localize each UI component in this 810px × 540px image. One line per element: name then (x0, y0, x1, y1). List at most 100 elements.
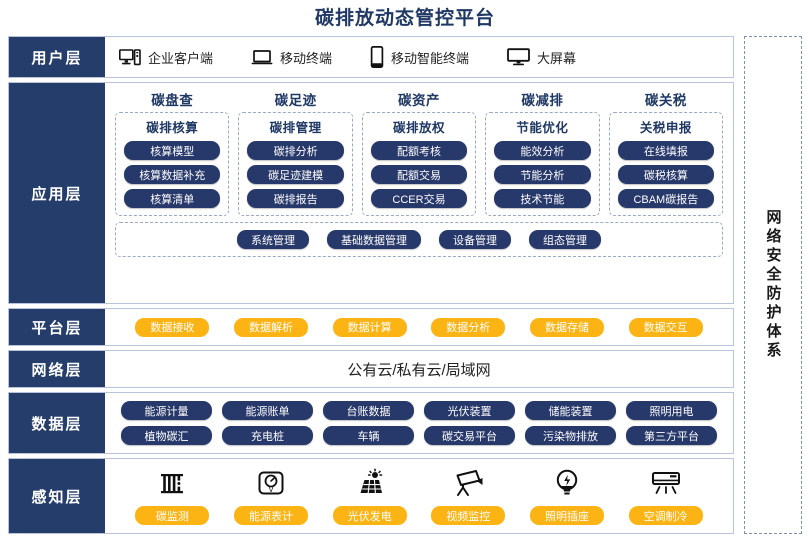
app-feature-pill[interactable]: 碳排分析 (247, 141, 344, 160)
app-group-carbon-management: 碳排管理 碳排分析 碳足迹建模 碳排报告 (238, 112, 353, 216)
application-columns: 碳盘查 碳排核算 核算模型 核算数据补充 核算清单 碳足迹 碳排管理 碳排分析 (115, 89, 724, 216)
layer-platform-body: 数据接收 数据解析 数据计算 数据分析 数据存储 数据交互 (105, 309, 733, 345)
perception-item-carbon-monitor[interactable]: 碳监测 (135, 465, 210, 525)
perception-tag[interactable]: 空调制冷 (628, 506, 703, 525)
user-item-big-screen[interactable]: 大屏幕 (507, 48, 576, 67)
layer-network-label: 网络层 (9, 351, 105, 387)
layer-network-body: 公有云/私有云/局域网 (105, 351, 733, 387)
app-feature-pill[interactable]: 配额考核 (370, 141, 468, 160)
user-item-smart-mobile-terminal[interactable]: 移动智能终端 (370, 46, 469, 68)
app-feature-pill[interactable]: 核算模型 (124, 141, 221, 160)
data-source-pill[interactable]: 充电桩 (222, 426, 313, 445)
perception-item-list: 碳监测 V 能源表计 (105, 461, 733, 531)
data-source-pill[interactable]: 能源计量 (121, 401, 212, 420)
laptop-icon (251, 49, 273, 66)
data-source-pill[interactable]: 车辆 (323, 426, 414, 445)
platform-tag[interactable]: 数据计算 (332, 317, 407, 337)
layer-platform-label: 平台层 (9, 309, 105, 345)
layer-application: 应用层 碳盘查 碳排核算 核算模型 核算数据补充 核算清单 碳足迹 (8, 82, 734, 304)
app-feature-pill[interactable]: CBAM碳报告 (617, 189, 715, 208)
app-feature-pill[interactable]: 碳税核算 (617, 165, 715, 184)
light-bulb-icon (554, 465, 580, 501)
layer-application-body: 碳盘查 碳排核算 核算模型 核算数据补充 核算清单 碳足迹 碳排管理 碳排分析 (105, 83, 733, 303)
app-column-carbon-asset: 碳资产 碳排放权 配额考核 配额交易 CCER交易 (361, 89, 477, 216)
app-column-title: 碳足迹 (274, 93, 317, 108)
data-source-pill[interactable]: 碳交易平台 (424, 426, 515, 445)
platform-item-list: 数据接收 数据解析 数据计算 数据分析 数据存储 数据交互 (105, 317, 733, 337)
app-feature-pill[interactable]: 核算清单 (124, 189, 221, 208)
app-feature-pill[interactable]: 碳足迹建模 (247, 165, 344, 184)
app-column-carbon-footprint: 碳足迹 碳排管理 碳排分析 碳足迹建模 碳排报告 (238, 89, 353, 216)
user-item-enterprise-client[interactable]: 企业客户端 (119, 48, 213, 67)
common-service-pill[interactable]: 系统管理 (237, 230, 309, 249)
platform-tag[interactable]: 数据交互 (628, 317, 703, 337)
perception-tag[interactable]: 视频监控 (431, 506, 506, 525)
platform-tag[interactable]: 数据接收 (135, 317, 210, 337)
big-screen-icon (507, 48, 530, 66)
app-feature-pill[interactable]: 核算数据补充 (124, 165, 221, 184)
data-source-pill[interactable]: 照明用电 (626, 401, 717, 420)
user-item-mobile-terminal[interactable]: 移动终端 (251, 48, 332, 67)
network-text: 公有云/私有云/局域网 (347, 361, 491, 379)
perception-tag[interactable]: 光伏发电 (332, 506, 407, 525)
perception-tag[interactable]: 照明插座 (529, 506, 604, 525)
app-group-title: 碳排管理 (269, 121, 322, 135)
perception-tag[interactable]: 碳监测 (135, 506, 210, 525)
app-group-tariff-declaration: 关税申报 在线填报 碳税核算 CBAM碳报告 (608, 112, 724, 216)
data-source-grid: 能源计量 能源账单 台账数据 光伏装置 储能装置 照明用电 植物碳汇 充电桩 车… (105, 401, 733, 445)
app-feature-pill[interactable]: 能效分析 (494, 141, 591, 160)
air-conditioner-icon (650, 465, 682, 501)
app-feature-pill[interactable]: 配额交易 (370, 165, 468, 184)
perception-item-solar-power[interactable]: 光伏发电 (332, 465, 407, 525)
layer-application-label: 应用层 (9, 83, 105, 303)
app-group-title: 关税申报 (639, 121, 692, 135)
cctv-camera-icon (452, 465, 484, 501)
desktop-tower-icon (119, 48, 141, 66)
perception-item-video-surveillance[interactable]: 视频监控 (431, 465, 506, 525)
perception-tag[interactable]: 能源表计 (233, 506, 308, 525)
common-service-pill[interactable]: 基础数据管理 (327, 230, 421, 249)
page-title: 碳排放动态管控平台 (314, 8, 495, 29)
layer-user-body: 企业客户端 移动终端 (105, 37, 733, 77)
platform-tag[interactable]: 数据解析 (233, 317, 308, 337)
platform-tag[interactable]: 数据存储 (529, 317, 604, 337)
app-feature-pill[interactable]: CCER交易 (370, 189, 468, 208)
app-feature-pill[interactable]: 技术节能 (494, 189, 591, 208)
data-source-row: 能源计量 能源账单 台账数据 光伏装置 储能装置 照明用电 (121, 401, 717, 420)
layer-stack: 用户层 (8, 36, 734, 534)
app-column-title: 碳资产 (398, 93, 441, 108)
layer-data-body: 能源计量 能源账单 台账数据 光伏装置 储能装置 照明用电 植物碳汇 充电桩 车… (105, 393, 733, 453)
data-source-pill[interactable]: 能源账单 (222, 401, 313, 420)
user-item-label: 企业客户端 (148, 50, 214, 66)
data-source-pill[interactable]: 第三方平台 (626, 426, 717, 445)
smartphone-icon (370, 46, 384, 68)
platform-tag[interactable]: 数据分析 (431, 317, 506, 337)
perception-item-lighting-socket[interactable]: 照明插座 (529, 465, 604, 525)
app-feature-pill[interactable]: 节能分析 (494, 165, 591, 184)
app-feature-pill[interactable]: 碳排报告 (247, 189, 344, 208)
data-source-pill[interactable]: 光伏装置 (424, 401, 515, 420)
perception-item-energy-meter[interactable]: V 能源表计 (233, 465, 308, 525)
data-source-pill[interactable]: 植物碳汇 (121, 426, 212, 445)
layer-user-label: 用户层 (9, 37, 105, 77)
layer-perception: 感知层 (8, 458, 734, 534)
app-group-title: 碳排放权 (393, 121, 446, 135)
svg-text:V: V (268, 485, 274, 494)
user-item-label: 移动智能终端 (391, 50, 470, 66)
user-item-list: 企业客户端 移动终端 (105, 46, 733, 68)
data-source-pill[interactable]: 储能装置 (525, 401, 616, 420)
data-source-pill[interactable]: 台账数据 (323, 401, 414, 420)
data-source-pill[interactable]: 污染物排放 (525, 426, 616, 445)
app-column-title: 碳减排 (521, 93, 564, 108)
layer-platform: 平台层 数据接收 数据解析 数据计算 数据分析 数据存储 数据交互 (8, 308, 734, 346)
app-column-title: 碳关税 (644, 93, 687, 108)
application-common-services: 系统管理 基础数据管理 设备管理 组态管理 (115, 222, 723, 257)
perception-item-air-conditioning[interactable]: 空调制冷 (628, 465, 703, 525)
common-service-pill[interactable]: 设备管理 (439, 230, 511, 249)
user-item-label: 移动终端 (280, 50, 333, 66)
security-band-label: 网络安全防护体系 (764, 209, 782, 361)
app-feature-pill[interactable]: 在线填报 (617, 141, 715, 160)
common-service-pill[interactable]: 组态管理 (529, 230, 601, 249)
layer-perception-label: 感知层 (9, 459, 105, 533)
